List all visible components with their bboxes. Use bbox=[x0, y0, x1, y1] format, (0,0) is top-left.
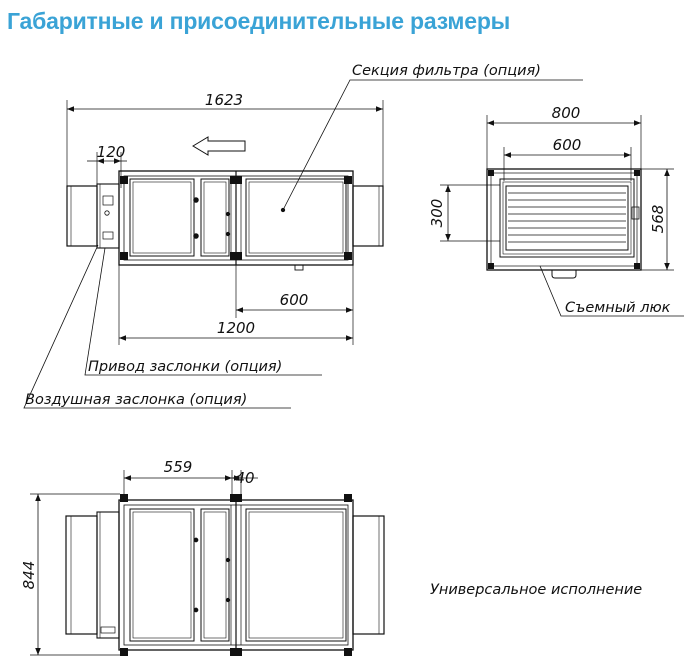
dim-120: 120 bbox=[97, 143, 126, 161]
unit-body-end bbox=[486, 168, 642, 271]
top-view bbox=[23, 79, 583, 409]
label-universal-version: Универсальное исполнение bbox=[430, 582, 642, 598]
dim-40: 40 bbox=[235, 469, 254, 487]
dim-844: 844 bbox=[20, 561, 38, 590]
label-damper-actuator: Привод заслонки (опция) bbox=[88, 359, 282, 375]
dim-600-end: 600 bbox=[553, 136, 582, 154]
leader-filter bbox=[282, 79, 583, 211]
leader-hatch bbox=[539, 265, 684, 317]
end-view bbox=[440, 115, 684, 317]
dim-600-top: 600 bbox=[280, 291, 309, 309]
dim-800: 800 bbox=[552, 104, 581, 122]
dim-1623: 1623 bbox=[205, 91, 243, 109]
page-title: Габаритные и присоединительные размеры bbox=[7, 8, 511, 34]
hatch-handle bbox=[551, 270, 577, 279]
dim-1200: 1200 bbox=[217, 319, 255, 337]
bottom-view bbox=[30, 470, 385, 656]
dim-300: 300 bbox=[428, 199, 446, 228]
leader-damper bbox=[23, 244, 291, 409]
label-filter-section: Секция фильтра (опция) bbox=[352, 63, 541, 79]
label-removable-hatch: Съемный люк bbox=[565, 300, 671, 316]
leader-actuator bbox=[84, 247, 322, 376]
label-air-damper: Воздушная заслонка (опция) bbox=[25, 392, 247, 408]
dim-559: 559 bbox=[164, 458, 193, 476]
arrow-left-icon bbox=[192, 136, 246, 156]
dim-568: 568 bbox=[649, 205, 667, 234]
